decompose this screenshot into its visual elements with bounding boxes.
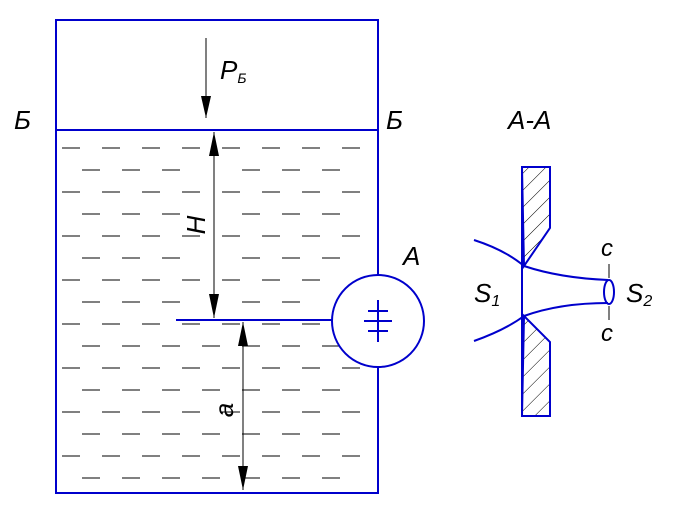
svg-text:S1: S1: [474, 278, 500, 310]
level-label-left: Б: [14, 105, 31, 135]
section-c-label-bottom: c: [601, 320, 613, 347]
level-label-right: Б: [386, 105, 403, 135]
height-a-label: a: [209, 403, 239, 417]
section-wall: [520, 166, 551, 417]
s2-subscript: 2: [642, 293, 652, 310]
orifice-symbol: [364, 300, 392, 342]
jet-section-ellipse: [603, 279, 615, 305]
section-title: A-A: [506, 105, 551, 135]
pressure-label: P: [220, 55, 238, 85]
s1-subscript: 1: [491, 293, 500, 310]
height-a-dimension: [238, 322, 248, 490]
pressure-subscript: Б: [237, 70, 246, 86]
tank-outline: [55, 19, 379, 494]
section-c-label-top: c: [601, 235, 613, 262]
height-h-dimension: [209, 132, 219, 318]
svg-text:PБ: PБ: [220, 55, 246, 86]
svg-text:S2: S2: [626, 278, 652, 310]
detail-label: A: [401, 241, 420, 271]
s2-label: S: [626, 278, 644, 308]
pressure-arrow: [201, 38, 211, 118]
jet-streamlines: [473, 239, 609, 342]
height-h-label: H: [181, 215, 211, 234]
s1-label: S: [474, 278, 492, 308]
liquid-hatching: [62, 147, 360, 479]
